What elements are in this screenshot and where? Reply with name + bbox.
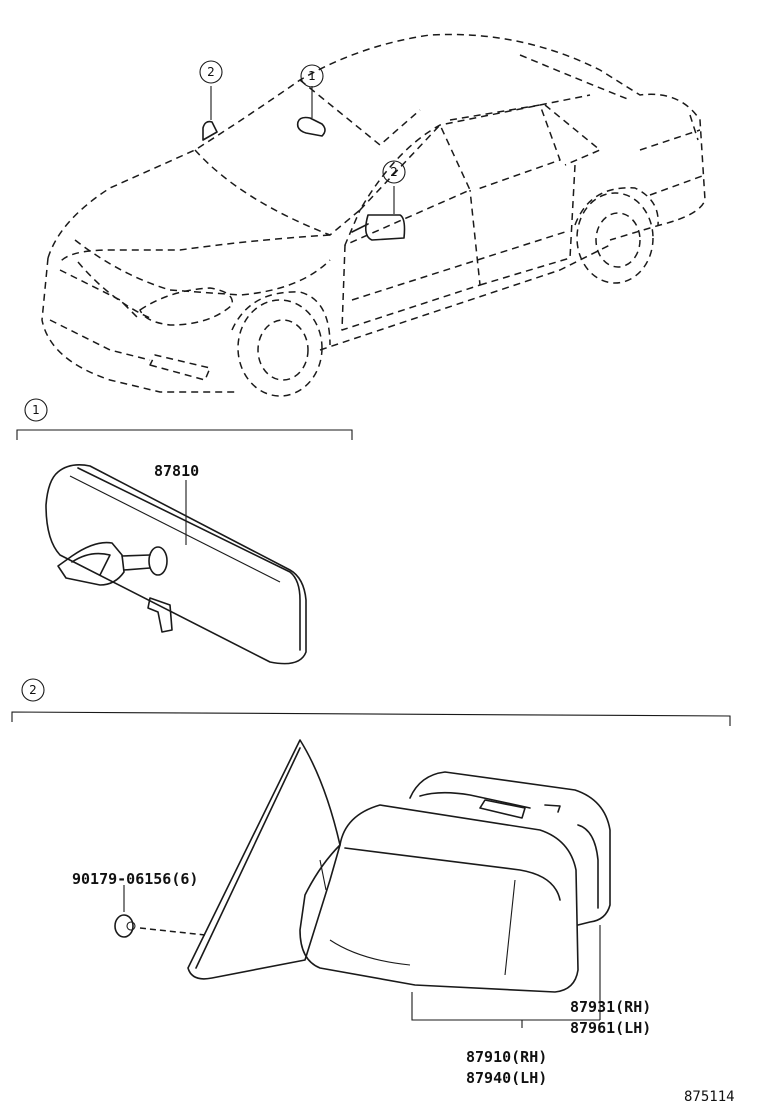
figure-id: 875114 [684, 1089, 735, 1105]
section-1-inner-mirror: 1 87810 [16, 398, 353, 665]
callout-1-rear-view-mirror-number: 1 [308, 69, 316, 83]
part-number-87931-rh: 87931(RH) [570, 998, 651, 1016]
part-number-87910-rh: 87910(RH) [466, 1048, 547, 1066]
section-1-marker-number: 1 [32, 403, 40, 417]
section-2-bracket [11, 711, 731, 726]
callout-1-rear-view-mirror [300, 64, 324, 88]
section-1-bracket [16, 429, 353, 440]
part-number-87961-lh: 87961(LH) [570, 1019, 651, 1037]
outer-mirror-drawing [187, 739, 611, 993]
screw-drawing [114, 914, 206, 938]
callout-2-left-mirror-number: 2 [207, 65, 215, 79]
inner-mirror-drawing [45, 464, 307, 665]
section-2-outer-mirror: 2 90179-06156(6) [11, 678, 731, 1087]
callout-2-left-mirror [199, 60, 223, 84]
part-number-screw: 90179-06156(6) [72, 870, 198, 888]
section-1-marker [24, 398, 48, 422]
car-overview: 2 1 2 [41, 33, 706, 397]
section-2-marker [21, 678, 45, 702]
part-number-87940-lh: 87940(LH) [466, 1069, 547, 1087]
leader-mirror-assy [411, 992, 600, 1021]
section-2-marker-number: 2 [29, 683, 37, 697]
callout-2-right-mirror [382, 160, 406, 184]
callout-2-right-mirror-number: 2 [390, 165, 398, 179]
part-number-87810: 87810 [154, 462, 199, 480]
